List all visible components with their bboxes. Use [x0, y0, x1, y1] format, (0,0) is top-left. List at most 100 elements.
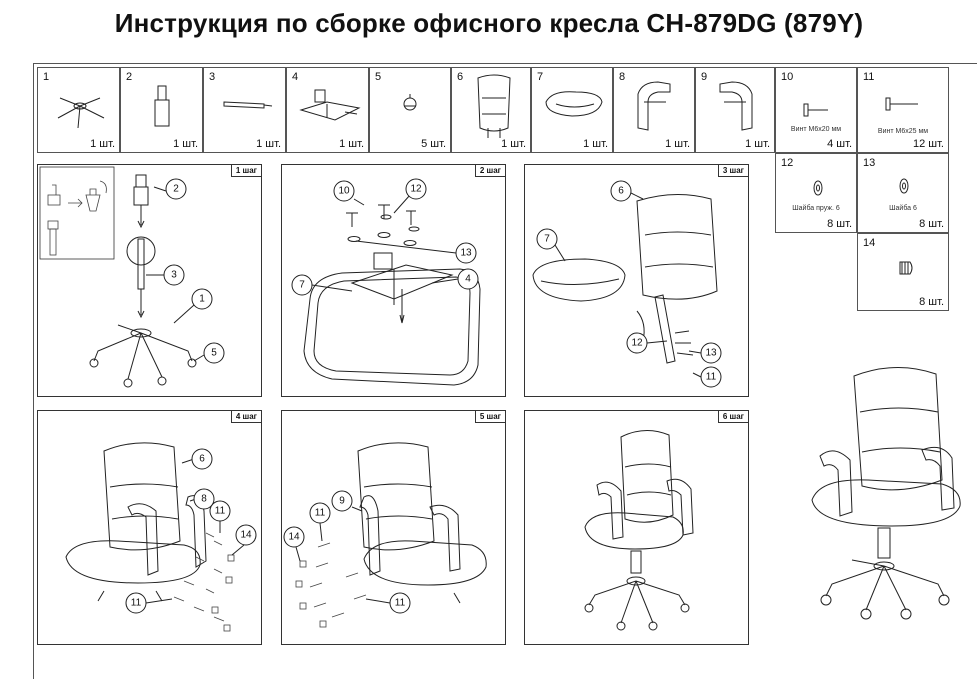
part-8: 8 1 шт.	[613, 67, 695, 153]
armrest-left-icon	[637, 81, 671, 131]
callout-label: 11	[215, 506, 226, 517]
part-qty: 1 шт.	[665, 138, 690, 150]
gas-lift-cover-icon	[223, 101, 273, 109]
gas-lift-icon	[154, 85, 170, 127]
chair-base-icon	[57, 97, 105, 129]
step-label: 4 шаг	[230, 410, 262, 423]
part-qty: 8 шт.	[827, 218, 852, 230]
callout-label: 11	[315, 508, 326, 519]
part-4: 4 1 шт.	[286, 67, 369, 153]
callout-label: 13	[705, 348, 717, 359]
assembled-chair-illustration	[811, 367, 961, 620]
part-caption: Шайба пруж. 6	[792, 205, 840, 212]
part-qty: 1 шт.	[745, 138, 770, 150]
part-qty: 1 шт.	[256, 138, 281, 150]
step-5-diagram	[295, 442, 487, 628]
step-label: 2 шаг	[474, 164, 506, 177]
part-number: 10	[781, 71, 794, 83]
step-3-callouts: 6 7 12 13 11	[536, 180, 722, 388]
step-label: 5 шаг	[474, 410, 506, 423]
part-number: 8	[619, 71, 626, 83]
part-qty: 1 шт.	[339, 138, 364, 150]
callout-label: 12	[410, 184, 422, 195]
step-5-callouts: 9 11 14 11	[283, 490, 411, 614]
spring-washer-icon	[813, 180, 823, 196]
part-number: 2	[126, 71, 133, 83]
part-number: 7	[537, 71, 544, 83]
armrest-right-icon	[719, 81, 753, 131]
part-7: 7 1 шт.	[531, 67, 613, 153]
caster-icon	[403, 94, 417, 111]
part-qty: 1 шт.	[501, 138, 526, 150]
screw-short-icon	[803, 103, 828, 117]
part-number: 12	[781, 157, 794, 169]
callout-label: 11	[395, 598, 406, 609]
part-qty: 5 шт.	[421, 138, 446, 150]
callout-label: 13	[460, 248, 472, 259]
part-qty: 8 шт.	[919, 296, 944, 308]
part-10: 10 Винт М6х20 мм 4 шт.	[775, 67, 857, 153]
step-2-panel: 2 шаг 10 12 13 7 4	[281, 164, 506, 397]
plug-cap-icon	[899, 261, 913, 275]
page-title: Инструкция по сборке офисного кресла CH-…	[114, 8, 864, 38]
callout-label: 7	[299, 280, 305, 291]
part-number: 14	[863, 237, 876, 249]
part-qty: 4 шт.	[827, 138, 852, 150]
callout-label: 10	[338, 186, 350, 197]
part-qty: 1 шт.	[173, 138, 198, 150]
part-2: 2 1 шт.	[120, 67, 203, 153]
callout-label: 14	[288, 532, 300, 543]
callout-label: 6	[199, 454, 205, 465]
part-qty: 1 шт.	[583, 138, 608, 150]
part-qty: 1 шт.	[90, 138, 115, 150]
step-1-diagram	[39, 166, 197, 388]
callout-label: 4	[465, 274, 471, 285]
step-6-panel: 6 шаг	[524, 410, 749, 645]
callout-label: 1	[199, 294, 205, 305]
part-11: 11 Винт М6х25 мм 12 шт.	[857, 67, 949, 153]
part-6: 6 1 шт.	[451, 67, 531, 153]
callout-label: 12	[631, 338, 643, 349]
part-caption: Винт М6х25 мм	[877, 128, 929, 135]
callout-label: 7	[544, 234, 550, 245]
part-caption: Винт М6х20 мм	[790, 126, 842, 133]
callout-label: 5	[211, 348, 217, 359]
part-number: 4	[292, 71, 299, 83]
part-number: 1	[43, 71, 50, 83]
backrest-icon	[477, 74, 511, 138]
step-6-diagram	[584, 430, 694, 631]
part-number: 13	[863, 157, 876, 169]
part-number: 3	[209, 71, 216, 83]
part-qty: 12 шт.	[913, 138, 944, 150]
step-1-panel: 1 шаг 2 3 1 5	[37, 164, 262, 397]
callout-label: 9	[339, 496, 345, 507]
part-1: 1 1 шт.	[37, 67, 120, 153]
screw-long-icon	[885, 97, 918, 111]
part-number: 11	[863, 71, 875, 83]
part-number: 5	[375, 71, 382, 83]
content-frame	[33, 63, 977, 679]
part-number: 9	[701, 71, 708, 83]
part-number: 6	[457, 71, 464, 83]
part-5: 5 5 шт.	[369, 67, 451, 153]
callout-label: 14	[240, 530, 252, 541]
callout-label: 3	[171, 270, 177, 281]
callout-label: 8	[201, 494, 207, 505]
part-14: 14 8 шт.	[857, 233, 949, 311]
callout-label: 2	[173, 184, 179, 195]
part-13: 13 Шайба 6 8 шт.	[857, 153, 949, 233]
step-label: 3 шаг	[717, 164, 749, 177]
part-9: 9 1 шт.	[695, 67, 775, 153]
step-2-callouts: 10 12 13 7 4	[291, 178, 479, 296]
step-3-panel: 3 шаг 6 7 12 13 11	[524, 164, 749, 397]
part-12: 12 Шайба пруж. 6 8 шт.	[775, 153, 857, 233]
part-qty: 8 шт.	[919, 218, 944, 230]
step-label: 1 шаг	[230, 164, 262, 177]
step-5-panel: 5 шаг 9 11 14 11	[281, 410, 506, 645]
step-2-diagram	[303, 204, 481, 386]
part-caption: Шайба 6	[889, 205, 917, 212]
callout-label: 6	[618, 186, 624, 197]
callout-label: 11	[131, 598, 142, 609]
step-3-diagram	[532, 193, 718, 364]
step-4-panel: 4 шаг 6 8 11 14 11	[37, 410, 262, 645]
